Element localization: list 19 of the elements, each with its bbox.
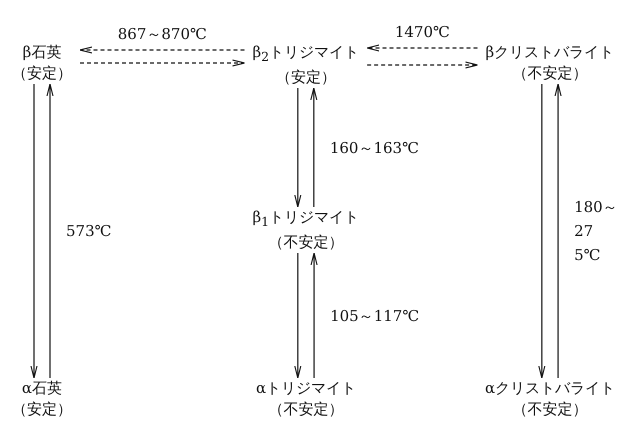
arrow xyxy=(366,44,478,52)
arrow xyxy=(554,83,562,378)
arrow xyxy=(538,84,546,379)
arrow xyxy=(294,88,302,208)
mineral-label: βクリストバライト （不安定） xyxy=(486,42,614,84)
arrow xyxy=(30,84,38,379)
mineral-label: αクリストバライト （不安定） xyxy=(485,378,616,420)
arrow xyxy=(294,253,302,379)
mineral-label: αトリジマイト （不安定） xyxy=(256,378,356,420)
arrow xyxy=(80,59,246,67)
mineral-label: α石英 （安定） xyxy=(12,378,72,420)
mineral-label: β$_{1}$トリジマイト （不安定） xyxy=(252,207,360,253)
arrow xyxy=(310,87,318,207)
arrow xyxy=(310,252,318,378)
arrow xyxy=(79,46,244,54)
arrow xyxy=(46,83,54,378)
arrow xyxy=(367,61,478,69)
mineral-label: β石英 （安定） xyxy=(12,42,72,84)
mineral-label: β$_{2}$トリジマイト （安定） xyxy=(252,42,360,88)
